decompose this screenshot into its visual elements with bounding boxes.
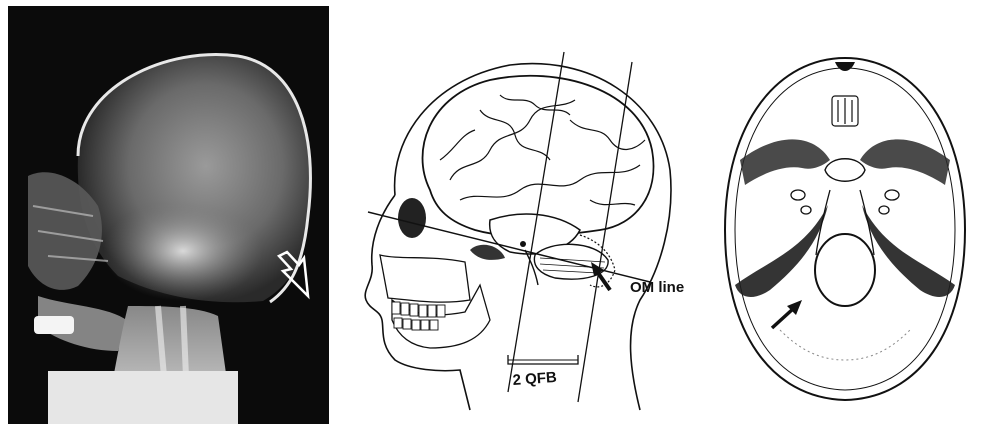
dental-fillings — [34, 316, 74, 334]
foramen-magnum — [815, 234, 875, 306]
orbit — [398, 198, 426, 238]
skull-base-diagram — [710, 0, 985, 430]
teeth — [392, 302, 445, 330]
zygomatic-arch — [470, 245, 505, 260]
om-line-label: OM line — [630, 279, 684, 296]
sella-turcica — [825, 159, 865, 182]
skull-base-drawing — [710, 0, 985, 430]
head-drawing: OM line 2 QFB — [340, 0, 700, 430]
skull-base-density — [103, 201, 263, 301]
radiograph-image — [8, 6, 329, 424]
maxilla — [380, 255, 470, 302]
reference-point — [520, 241, 526, 247]
crista-galli — [832, 96, 858, 126]
skull-radiograph — [8, 6, 329, 424]
lateral-head-diagram: OM line 2 QFB — [340, 0, 700, 430]
shoulder-region — [48, 371, 238, 424]
qfb-label: 2 QFB — [512, 369, 557, 389]
